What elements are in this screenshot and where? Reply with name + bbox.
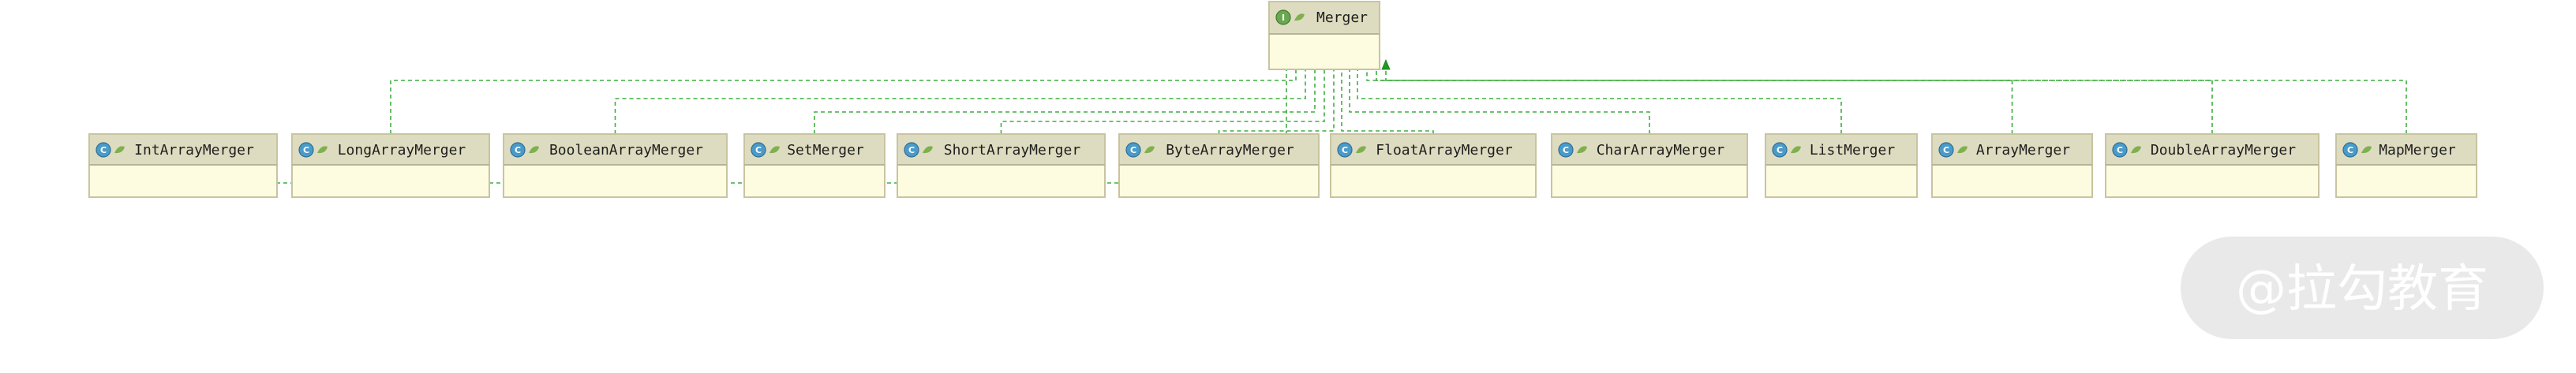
watermark: @拉勾教育: [2181, 237, 2544, 339]
svg-text:C: C: [1563, 145, 1569, 155]
svg-text:C: C: [1342, 145, 1348, 155]
class-name: LongArrayMerger: [338, 142, 466, 159]
public-visibility-icon: [529, 146, 539, 154]
class-name: ShortArrayMerger: [944, 142, 1081, 159]
public-visibility-icon: [2131, 146, 2141, 154]
implements-edge: [614, 68, 1306, 134]
class-name: DoubleArrayMerger: [2151, 142, 2296, 159]
class-box[interactable]: C ByteArrayMerger: [1118, 133, 1320, 198]
class-icon: C: [2112, 142, 2128, 158]
arrowhead: [1381, 58, 1391, 70]
public-visibility-icon: [1294, 13, 1305, 21]
implements-edge: [814, 68, 1316, 134]
svg-text:C: C: [755, 145, 762, 155]
implements-edge: [1376, 68, 2213, 134]
public-visibility-icon: [923, 146, 933, 154]
class-name: ListMerger: [1810, 142, 1896, 159]
class-name: IntArrayMerger: [134, 142, 254, 159]
public-visibility-icon: [1144, 146, 1155, 154]
public-visibility-icon: [1356, 146, 1366, 154]
class-icon: C: [1772, 142, 1788, 158]
class-icon: C: [1125, 142, 1141, 158]
public-visibility-icon: [1957, 146, 1968, 154]
svg-text:C: C: [1130, 145, 1136, 155]
class-box[interactable]: C ArrayMerger: [1931, 133, 2093, 198]
class-name: FloatArrayMerger: [1376, 142, 1513, 159]
public-visibility-icon: [769, 146, 780, 154]
public-visibility-icon: [1791, 146, 1801, 154]
class-icon: C: [298, 142, 314, 158]
watermark-text: @拉勾教育: [2236, 260, 2488, 319]
interface-name: Merger: [1316, 9, 1368, 26]
class-name: ArrayMerger: [1976, 142, 2070, 159]
implements-edge: [390, 68, 1297, 134]
class-icon: C: [1558, 142, 1574, 158]
implementing-classes: C IntArrayMerger C LongArrayMerger C BooleanA…: [88, 133, 2477, 198]
implements-edge: [1341, 68, 1434, 134]
svg-text:C: C: [908, 145, 915, 155]
interface-merger[interactable]: I Merger: [1268, 1, 1380, 70]
public-visibility-icon: [1577, 146, 1587, 154]
implements-edge: [1000, 68, 1325, 134]
public-visibility-icon: [114, 146, 125, 154]
svg-text:C: C: [2117, 145, 2123, 155]
interface-icon: I: [1275, 9, 1291, 25]
class-box[interactable]: C CharArrayMerger: [1551, 133, 1748, 198]
class-icon: C: [751, 142, 766, 158]
class-box[interactable]: C IntArrayMerger: [88, 133, 278, 198]
class-box[interactable]: C ShortArrayMerger: [897, 133, 1106, 198]
class-box[interactable]: C BooleanArrayMerger: [503, 133, 728, 198]
svg-text:C: C: [100, 145, 107, 155]
implements-edge: [1349, 68, 1650, 134]
implements-edge: [1357, 68, 1842, 134]
class-name: ByteArrayMerger: [1166, 142, 1294, 159]
implements-edge: [1366, 68, 2013, 134]
public-visibility-icon: [317, 146, 328, 154]
class-box[interactable]: C ListMerger: [1765, 133, 1918, 198]
class-icon: C: [95, 142, 111, 158]
class-box[interactable]: C SetMerger: [743, 133, 886, 198]
class-name: MapMerger: [2379, 142, 2456, 159]
class-box[interactable]: C FloatArrayMerger: [1330, 133, 1537, 198]
class-icon: C: [1337, 142, 1353, 158]
svg-text:C: C: [303, 145, 309, 155]
svg-text:I: I: [1282, 13, 1285, 23]
implements-edge: [1385, 68, 2407, 134]
implementation-edges: [182, 68, 2407, 184]
class-name: CharArrayMerger: [1597, 142, 1725, 159]
class-name: BooleanArrayMerger: [549, 142, 703, 159]
class-box[interactable]: C LongArrayMerger: [291, 133, 490, 198]
class-box[interactable]: C DoubleArrayMerger: [2105, 133, 2320, 198]
public-visibility-icon: [2361, 146, 2372, 154]
class-icon: C: [2342, 142, 2358, 158]
implements-edge: [1218, 68, 1335, 134]
svg-text:C: C: [1777, 145, 1783, 155]
svg-text:C: C: [515, 145, 521, 155]
class-icon: C: [904, 142, 919, 158]
svg-text:C: C: [1943, 145, 1949, 155]
class-name: SetMerger: [787, 142, 864, 159]
svg-text:C: C: [2347, 145, 2353, 155]
class-box[interactable]: C MapMerger: [2335, 133, 2477, 198]
class-icon: C: [1938, 142, 1954, 158]
class-icon: C: [510, 142, 526, 158]
